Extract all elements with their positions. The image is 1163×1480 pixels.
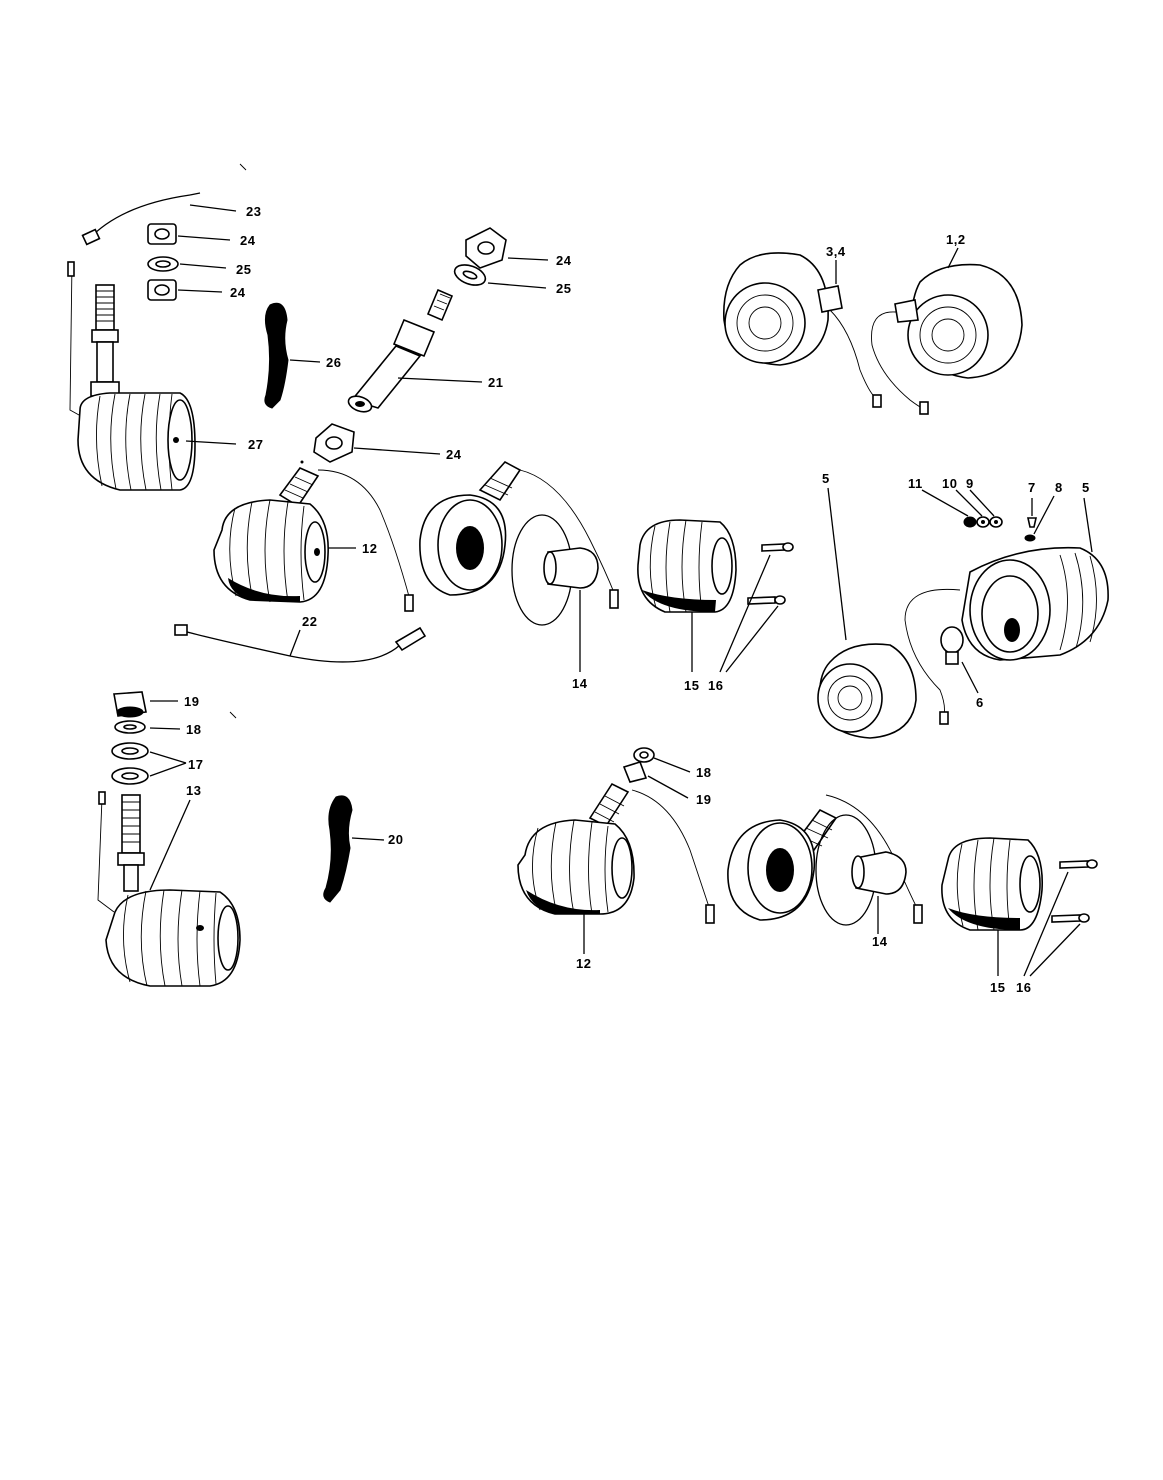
lamp-12-lower xyxy=(517,747,715,954)
callout-21: 21 xyxy=(488,375,503,390)
bracket-20 xyxy=(323,795,385,903)
callout-19: 19 xyxy=(184,694,199,709)
callout-1-2: 1,2 xyxy=(946,232,966,247)
lamp-housing-upper xyxy=(419,460,619,672)
callout-24: 24 xyxy=(230,285,246,300)
bracket-26 xyxy=(264,302,321,409)
callout-7: 7 xyxy=(1028,480,1036,495)
callout-24: 24 xyxy=(446,447,462,462)
callout-23: 23 xyxy=(246,204,261,219)
washer-25-upper xyxy=(147,256,179,272)
lens-15-lower xyxy=(941,837,1044,976)
callout-10: 10 xyxy=(942,476,957,491)
callout-25: 25 xyxy=(236,262,251,277)
callout-26: 26 xyxy=(326,355,341,370)
washer-25-top-center xyxy=(453,264,487,286)
callout-15: 15 xyxy=(684,678,699,693)
callout-15: 15 xyxy=(990,980,1005,995)
callout-18: 18 xyxy=(186,722,201,737)
callout-18: 18 xyxy=(696,765,711,780)
lamp-12-upper xyxy=(213,467,414,612)
callout-14: 14 xyxy=(572,676,588,691)
nut-24-top-center xyxy=(465,227,507,269)
lens-15-upper xyxy=(637,519,737,672)
callout-13: 13 xyxy=(186,783,201,798)
callout-16: 16 xyxy=(708,678,723,693)
callout-16: 16 xyxy=(1016,980,1031,995)
lamp-housing-lower xyxy=(727,794,923,934)
wire-22 xyxy=(174,624,427,663)
nut-24-lower xyxy=(147,279,177,301)
nut-19-left xyxy=(113,691,147,718)
callout-17: 17 xyxy=(188,757,203,772)
callout-22: 22 xyxy=(302,614,317,629)
stem-21 xyxy=(347,227,549,413)
callout-19: 19 xyxy=(696,792,711,807)
nut-24-center xyxy=(313,423,441,463)
hardware-stack-lower xyxy=(111,691,187,785)
callout-11: 11 xyxy=(908,476,923,491)
nut-24-upper xyxy=(147,223,177,245)
callout-3-4: 3,4 xyxy=(826,244,846,259)
lamp-assembly-27 xyxy=(67,192,237,491)
lamp-3-4 xyxy=(723,252,882,408)
screws-16-upper xyxy=(719,542,794,673)
callout-8: 8 xyxy=(1055,480,1063,495)
callout-6: 6 xyxy=(976,695,984,710)
callout-14: 14 xyxy=(872,934,888,949)
lamp-5-assembly xyxy=(817,487,1109,739)
lamp-assembly-13 xyxy=(97,791,241,987)
callout-24: 24 xyxy=(556,253,572,268)
callout-20: 20 xyxy=(388,832,403,847)
callout-9: 9 xyxy=(966,476,974,491)
callout-25: 25 xyxy=(556,281,571,296)
callout-12: 12 xyxy=(362,541,377,556)
lamp-1-2 xyxy=(871,247,1023,415)
callout-12: 12 xyxy=(576,956,591,971)
callout-5: 5 xyxy=(822,471,830,486)
screws-16-lower xyxy=(1023,859,1098,977)
callout-5: 5 xyxy=(1082,480,1090,495)
callout-24: 24 xyxy=(240,233,256,248)
callout-27: 27 xyxy=(248,437,263,452)
